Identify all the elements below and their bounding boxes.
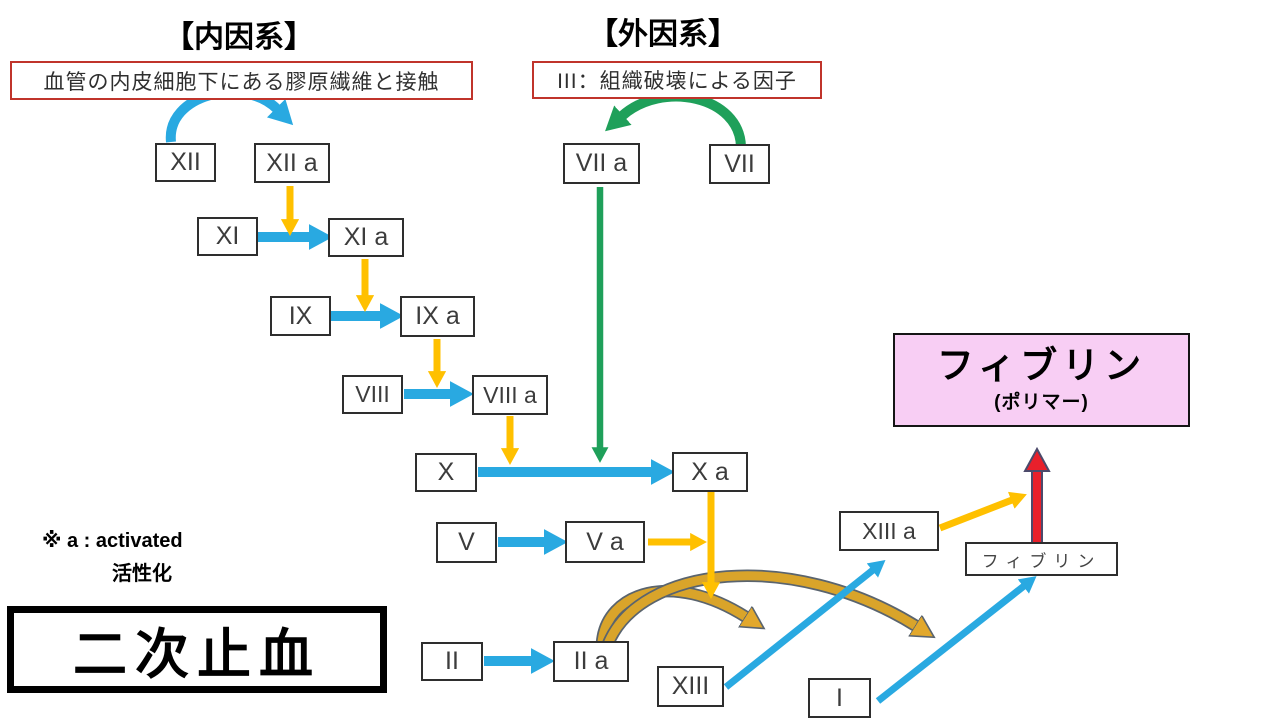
factor-box-i: I bbox=[808, 678, 871, 718]
factor-box-ii-a: II a bbox=[553, 641, 629, 682]
arrow-iia-to-i-conversion bbox=[602, 569, 916, 647]
arrow-fibrin-to-polymer bbox=[1023, 446, 1051, 545]
activated-note-line1: ※ a : activated bbox=[42, 530, 183, 552]
arrow-iia-to-xiii-conversion bbox=[595, 584, 746, 644]
activated-note-line2: 活性化 bbox=[112, 563, 172, 585]
factor-box-xi: XI bbox=[197, 217, 258, 256]
factor-box-xiii: XIII bbox=[657, 666, 724, 707]
arrow-vii-to-viia bbox=[605, 91, 746, 148]
factor-box-ix-a: IX a bbox=[400, 296, 475, 337]
arrow-xiiia-to-fibrin-polymer bbox=[938, 491, 1027, 532]
factor-box-viii: VIII bbox=[342, 375, 403, 414]
intrinsic-pathway-title: 【内因系】 bbox=[164, 21, 314, 54]
intrinsic-trigger-box: 血管の内皮細胞下にある膠原繊維と接触 bbox=[10, 61, 473, 100]
extrinsic-trigger-box: III：組織破壊による因子 bbox=[532, 61, 822, 99]
factor-box-xii-a: XII a bbox=[254, 143, 330, 183]
fibrin-monomer-box: フィブリン bbox=[965, 542, 1118, 576]
fibrin-polymer-title: フィブリン bbox=[936, 345, 1147, 387]
secondary-hemostasis-box: 二次止血 bbox=[7, 606, 387, 693]
factor-box-v-a: V a bbox=[565, 521, 645, 563]
arrow-i-to-fibrin bbox=[875, 576, 1037, 704]
factor-box-ix: IX bbox=[270, 296, 331, 336]
fibrin-polymer-subtitle: (ポリマー) bbox=[994, 391, 1089, 413]
factor-box-vii: VII bbox=[709, 144, 770, 184]
factor-box-xi-a: XI a bbox=[328, 218, 404, 257]
factor-box-xiii-a: XIII a bbox=[839, 511, 939, 551]
factor-box-x: X bbox=[415, 453, 477, 492]
factor-box-viii-a: VIII a bbox=[472, 375, 548, 415]
factor-box-x-a: X a bbox=[672, 452, 748, 492]
factor-box-vii-a: VII a bbox=[563, 143, 640, 184]
fibrin-polymer-box: フィブリン (ポリマー) bbox=[893, 333, 1190, 427]
arrow-xiii-to-xiiia bbox=[723, 560, 886, 690]
factor-box-xii: XII bbox=[155, 143, 216, 182]
factor-box-ii: II bbox=[421, 642, 483, 681]
factor-box-v: V bbox=[436, 522, 497, 563]
extrinsic-pathway-title: 【外因系】 bbox=[588, 18, 738, 51]
